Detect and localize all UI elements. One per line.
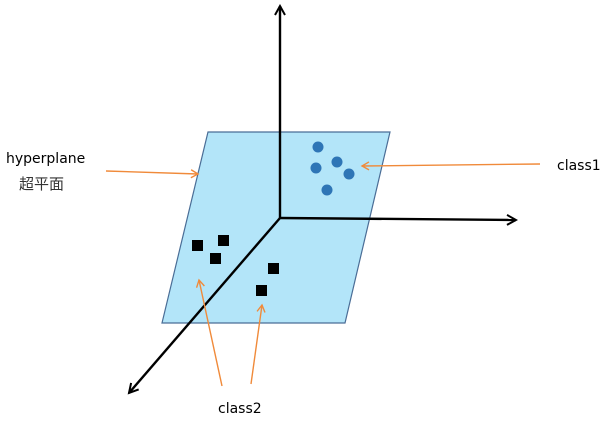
class2-point: [268, 263, 279, 274]
class1-point: [331, 156, 343, 168]
class1-label: class1: [557, 158, 601, 174]
class1-point: [312, 141, 324, 153]
class2-point: [210, 253, 221, 264]
class2-label: class2: [218, 401, 262, 417]
class1-point: [343, 168, 355, 180]
class2-point: [218, 235, 229, 246]
class2-pointer-arrow: [250, 303, 266, 385]
hyperplane-label: hyperplane: [6, 151, 86, 167]
hyperplane-plane: [161, 131, 391, 324]
class2-point: [192, 240, 203, 251]
hyperplane-chinese-label: 超平面: [19, 175, 65, 193]
horizontal-axis: [279, 218, 516, 220]
hyperplane-pointer-arrow: [105, 169, 200, 179]
class2-point: [256, 285, 267, 296]
class1-point: [310, 162, 322, 174]
class2-pointer-arrow: [195, 278, 223, 387]
class1-pointer-arrow: [360, 161, 541, 171]
class1-point: [321, 184, 333, 196]
